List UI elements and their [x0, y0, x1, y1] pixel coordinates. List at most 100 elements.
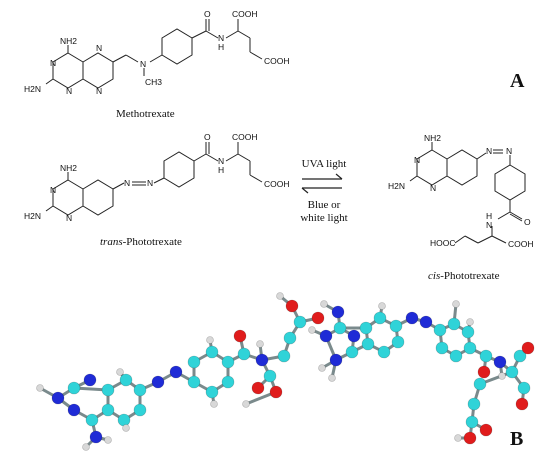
carbon-atom: [333, 321, 347, 335]
reverse-arrow-head: [301, 187, 309, 194]
nitrogen-atom: [405, 311, 419, 325]
carbon-atom: [465, 415, 479, 429]
cis-azo-n1: N: [486, 146, 492, 156]
hydrogen-atom: [452, 300, 460, 308]
carbon-atom: [447, 317, 461, 331]
carbon-atom: [101, 403, 115, 417]
oxygen-atom: [477, 365, 491, 379]
carbon-atom: [119, 373, 133, 387]
trans-caption-prefix: trans: [100, 236, 123, 248]
carbon-atom: [101, 383, 115, 397]
carbon-atom: [361, 337, 375, 351]
cis-pyrimidine-ring: [416, 149, 448, 186]
methotrexate-nh2-top: NH2: [60, 36, 77, 46]
trans-n1: N: [50, 185, 56, 195]
nitrogen-atom: [493, 355, 507, 369]
carbon-atom: [473, 377, 487, 391]
cis-benzo-ring: [446, 149, 478, 186]
trans-atom-labels: NH2 H2N N N N N N H O COOH COOH: [24, 132, 290, 223]
carbon-atom: [373, 311, 387, 325]
methotrexate-benzene-ring: [161, 28, 193, 65]
hydrogen-atom: [206, 336, 214, 344]
carbon-atom: [461, 325, 475, 339]
hydrogen-atom: [36, 384, 44, 392]
trans-caption-suffix: -Phototrexate: [122, 236, 182, 248]
carbon-atom: [117, 413, 131, 427]
trans-cooh-top: COOH: [232, 132, 258, 142]
methotrexate-n4: N: [96, 86, 102, 96]
carbon-atom: [237, 347, 251, 361]
trans-caption: trans-Phototrexate: [100, 236, 182, 248]
oxygen-atom: [479, 423, 493, 437]
hydrogen-atom: [328, 374, 336, 382]
methotrexate-n-methyl: N: [140, 59, 146, 69]
oxygen-atom: [463, 431, 477, 445]
nitrogen-atom: [89, 430, 103, 444]
carbon-atom: [283, 331, 297, 345]
carbon-atom: [513, 349, 527, 363]
cis-n2: N: [430, 183, 436, 193]
nitrogen-atom: [419, 315, 433, 329]
carbon-atom: [391, 335, 405, 349]
nitrogen-atom: [83, 373, 97, 387]
hydrogen-atom: [308, 326, 316, 334]
reverse-condition: Blue or white light: [292, 199, 356, 225]
methotrexate-n3: N: [96, 43, 102, 53]
carbon-atom: [435, 341, 449, 355]
carbon-atom: [517, 381, 531, 395]
cis-caption-suffix: -Phototrexate: [440, 270, 500, 282]
trans-cooh-bottom: COOH: [264, 179, 290, 189]
nitrogen-atom: [331, 305, 345, 319]
carbon-atom: [359, 321, 373, 335]
equilibrium-arrows: [301, 173, 343, 194]
methotrexate-amide-h: H: [218, 42, 224, 52]
forward-arrow-head: [335, 173, 343, 180]
methotrexate-ch3: CH3: [145, 77, 162, 87]
carbon-atom: [277, 349, 291, 363]
trans-benzo-ring: [82, 179, 114, 216]
hydrogen-atom: [116, 368, 124, 376]
panel-b-label: B: [510, 428, 524, 450]
cis-hooc: HOOC: [430, 238, 456, 248]
cis-phototrexate-structure: [409, 142, 526, 244]
carbon-atom: [345, 345, 359, 359]
carbon-atom: [67, 381, 81, 395]
trans-ball-stick-model: [36, 292, 325, 451]
oxygen-atom: [269, 385, 283, 399]
hydrogen-atom: [210, 400, 218, 408]
hydrogen-atom: [242, 400, 250, 408]
carbon-atom: [187, 375, 201, 389]
carbon-atom: [463, 341, 477, 355]
nitrogen-atom: [329, 353, 343, 367]
cis-nh2-left: H2N: [388, 181, 405, 191]
hydrogen-atom: [466, 318, 474, 326]
trans-nh2-left: H2N: [24, 211, 41, 221]
trans-azo-n1: N: [124, 178, 130, 188]
cis-benzene-ring: [494, 164, 526, 201]
oxygen-atom: [515, 397, 529, 411]
nitrogen-atom: [151, 375, 165, 389]
cis-atom-labels: NH2 H2N N N N N H N O HOOC COOH: [388, 133, 534, 249]
hydrogen-atom: [498, 372, 506, 380]
trans-benzene-ring: [163, 151, 195, 188]
carbon-atom: [377, 345, 391, 359]
trans-phototrexate-structure: [45, 142, 263, 216]
carbon-atom: [293, 315, 307, 329]
nitrogen-atom: [169, 365, 183, 379]
methotrexate-nh2-left: H2N: [24, 84, 41, 94]
forward-condition: UVA light: [301, 158, 347, 170]
hydrogen-atom: [276, 292, 284, 300]
carbon-atom: [433, 323, 447, 337]
hydrogen-atom: [320, 300, 328, 308]
cis-cooh: COOH: [508, 239, 534, 249]
cis-amide-n: N: [486, 220, 492, 230]
trans-oxygen: O: [204, 132, 211, 142]
hydrogen-atom: [104, 436, 112, 444]
hydrogen-atom: [256, 340, 264, 348]
methotrexate-pyrimidine-ring: [52, 52, 84, 89]
cis-ball-stick-model: [308, 300, 535, 445]
carbon-atom: [479, 349, 493, 363]
oxygen-atom: [233, 329, 247, 343]
